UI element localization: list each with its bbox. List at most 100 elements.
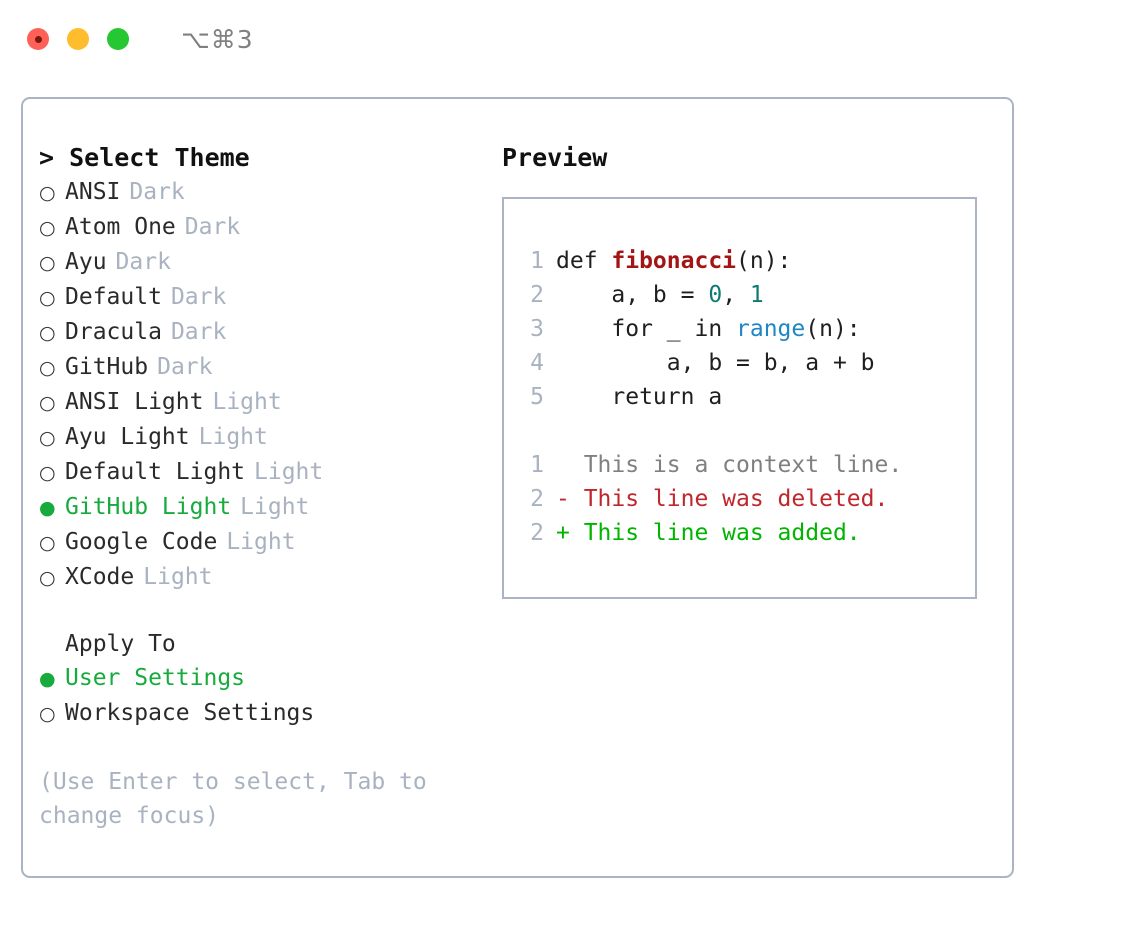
theme-option-11[interactable]: ○ XCode Light	[39, 560, 489, 595]
radio-unselected-icon: ○	[39, 217, 56, 239]
theme-option-label: GitHub Light	[65, 494, 232, 520]
theme-option-label: ANSI Light	[65, 389, 204, 415]
theme-variant-badge: Light	[198, 424, 268, 450]
theme-option-3[interactable]: ○ Default Dark	[39, 280, 489, 315]
close-window-button[interactable]	[27, 28, 49, 50]
diff-line-content: This is a context line.	[556, 452, 903, 478]
theme-variant-badge: Dark	[170, 284, 227, 310]
code-line-content: a, b = b, a + b	[556, 346, 875, 380]
code-token-plain: return a	[556, 384, 723, 410]
theme-option-4[interactable]: ○ Dracula Dark	[39, 315, 489, 350]
theme-option-label: Default	[65, 284, 162, 310]
theme-option-label: Ayu Light	[65, 424, 190, 450]
theme-variant-badge: Dark	[115, 249, 171, 275]
theme-option-9[interactable]: ● GitHub Light Light	[39, 490, 489, 525]
code-line: 4 a, b = b, a + b	[518, 346, 969, 380]
theme-option-7[interactable]: ○ Ayu Light Light	[39, 420, 489, 455]
theme-option-0[interactable]: ○ ANSI Dark	[39, 175, 489, 210]
preview-heading: Preview	[502, 143, 608, 172]
diff-line-number: 1	[530, 452, 544, 478]
theme-option-label: Atom One	[65, 214, 176, 240]
select-theme-heading: > Select Theme	[39, 143, 250, 172]
radio-unselected-icon: ○	[39, 567, 56, 589]
apply-to-option-list[interactable]: ●User Settings○Workspace Settings	[39, 661, 489, 731]
theme-option-label: XCode	[65, 564, 135, 590]
title-bar: ⌥⌘3	[0, 0, 1140, 78]
radio-unselected-icon: ○	[39, 462, 56, 484]
code-line-content: for _ in range(n):	[556, 312, 861, 346]
minimize-window-button[interactable]	[67, 28, 89, 50]
code-token-plain: a, b = b, a + b	[556, 350, 875, 376]
theme-option-label: Default Light	[65, 459, 246, 485]
keyboard-shortcut-label: ⌥⌘3	[181, 24, 254, 54]
theme-variant-badge: Light	[143, 564, 213, 590]
radio-unselected-icon: ○	[39, 532, 56, 554]
diff-line-number: 2	[530, 486, 544, 512]
theme-option-6[interactable]: ○ ANSI Light Light	[39, 385, 489, 420]
theme-option-label: Dracula	[65, 319, 162, 345]
code-line-number: 2	[530, 282, 544, 308]
radio-selected-icon: ●	[39, 497, 56, 519]
radio-unselected-icon: ○	[39, 252, 56, 274]
code-token-plain: ,	[722, 282, 750, 308]
theme-option-label: Ayu	[65, 249, 107, 275]
theme-option-2[interactable]: ○ Ayu Dark	[39, 245, 489, 280]
theme-variant-badge: Light	[226, 529, 296, 555]
code-line-content: a, b = 0, 1	[556, 278, 764, 312]
code-diff-spacer	[518, 414, 969, 448]
apply-to-option-label: Workspace Settings	[65, 700, 315, 726]
code-token-num: 0	[708, 282, 723, 308]
radio-unselected-icon: ○	[39, 392, 56, 414]
radio-unselected-icon: ○	[39, 287, 56, 309]
keyboard-hint-text: (Use Enter to select, Tab to change focu…	[39, 769, 427, 829]
code-token-plain: (n):	[805, 316, 861, 342]
code-token-call: range	[736, 316, 806, 342]
diff-line-context: 1 This is a context line.	[518, 448, 969, 482]
code-line: 3 for _ in range(n):	[518, 312, 969, 346]
theme-option-label: ANSI	[65, 179, 121, 205]
apply-to-option-0[interactable]: ●User Settings	[39, 661, 489, 696]
code-line: 5 return a	[518, 380, 969, 414]
code-token-plain: (n):	[736, 248, 792, 274]
radio-unselected-icon: ○	[39, 427, 56, 449]
theme-variant-badge: Light	[240, 494, 310, 520]
theme-variant-badge: Light	[212, 389, 282, 415]
maximize-window-button[interactable]	[107, 28, 129, 50]
diff-line-content: - This line was deleted.	[556, 486, 889, 512]
diff-line-delete: 2 - This line was deleted.	[518, 482, 969, 516]
diff-line-add: 2+ This line was added.	[518, 516, 969, 550]
code-token-plain: for _ in	[556, 316, 737, 342]
code-line: 2 a, b = 0, 1	[518, 278, 969, 312]
apply-to-heading: Apply To	[65, 631, 176, 657]
radio-unselected-icon: ○	[39, 182, 56, 204]
code-line-content: return a	[556, 380, 722, 414]
diff-sample: 1 This is a context line. 2 - This line wa…	[518, 448, 969, 550]
apply-to-option-label: User Settings	[65, 665, 246, 691]
code-line-content: def fibonacci(n):	[556, 244, 791, 278]
theme-variant-badge: Dark	[170, 319, 227, 345]
code-token-num: 1	[749, 282, 764, 308]
theme-variant-badge: Dark	[129, 179, 185, 205]
theme-variant-badge: Dark	[184, 214, 241, 240]
code-line-number: 3	[530, 316, 544, 342]
code-line-number: 5	[530, 384, 544, 410]
radio-unselected-icon: ○	[39, 322, 56, 344]
theme-option-label: GitHub	[65, 354, 149, 380]
radio-unselected-icon: ○	[39, 357, 56, 379]
apply-to-option-1[interactable]: ○Workspace Settings	[39, 696, 489, 731]
theme-option-1[interactable]: ○ Atom One Dark	[39, 210, 489, 245]
code-line-number: 4	[530, 350, 544, 376]
diff-line-number: 2	[530, 520, 544, 546]
